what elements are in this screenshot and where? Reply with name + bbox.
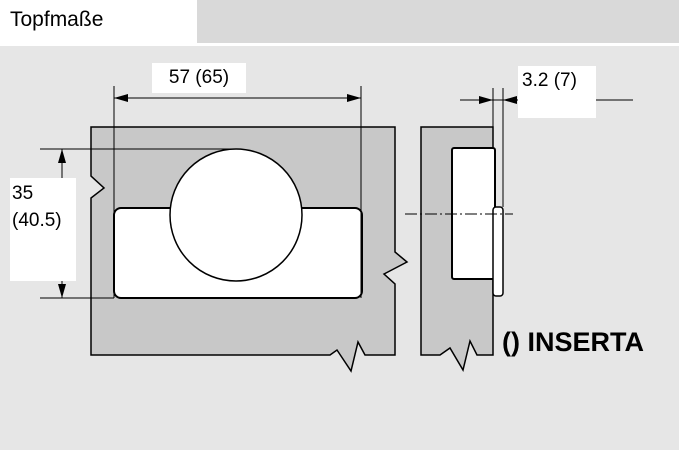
depth-arrow-right bbox=[503, 96, 517, 104]
side-cup-flange bbox=[492, 206, 504, 297]
header-divider bbox=[0, 43, 679, 46]
height-arrow-top bbox=[58, 149, 66, 163]
inserta-note: () INSERTA bbox=[502, 327, 644, 357]
height-value: 35 bbox=[12, 183, 34, 204]
depth-arrow-left bbox=[479, 96, 493, 104]
header-tab: Topfmaße bbox=[0, 0, 197, 43]
width-dimension-label: 57 (65) bbox=[152, 63, 246, 93]
page-title: Topfmaße bbox=[10, 8, 104, 31]
height-value-inserta: (40.5) bbox=[12, 210, 62, 231]
width-arrow-right bbox=[347, 94, 361, 102]
depth-dimension-label: 3.2 (7) bbox=[518, 66, 596, 118]
height-dimension-label: 35 (40.5) bbox=[10, 178, 76, 281]
height-arrow-bottom bbox=[58, 284, 66, 298]
width-arrow-left bbox=[114, 94, 128, 102]
cup-circle bbox=[169, 148, 303, 282]
